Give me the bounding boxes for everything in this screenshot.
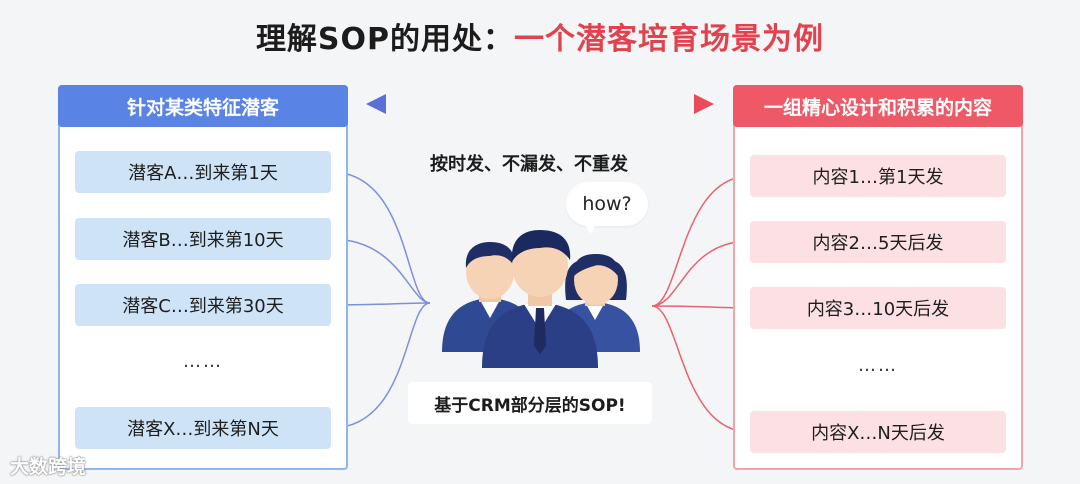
speech-bubble: how? (566, 182, 648, 226)
center-caption: 按时发、不漏发、不重发 (430, 154, 628, 175)
left-panel-header: 针对某类特征潜客 (58, 85, 348, 127)
right-panel: 一组精心设计和积累的内容 内容1…第1天发 内容2…5天后发 内容3…10天后发… (733, 85, 1023, 470)
right-connector-curves (651, 175, 751, 433)
double-arrow-icon (366, 94, 714, 114)
left-row-3: 潜客C…到来第30天 (75, 284, 331, 326)
title-part-2: 一个潜客培育场景为例 (514, 22, 825, 57)
speech-bubble-tail (583, 222, 597, 234)
left-row-x: 潜客X…到来第N天 (75, 407, 331, 449)
right-row-ellipsis: …… (858, 354, 898, 376)
right-row-1: 内容1…第1天发 (750, 155, 1006, 197)
right-row-x: 内容X…N天后发 (750, 411, 1006, 453)
left-row-2: 潜客B…到来第10天 (75, 218, 331, 260)
right-panel-header: 一组精心设计和积累的内容 (733, 85, 1023, 127)
title-part-1: 理解SOP的用处： (255, 22, 515, 57)
footer-logo: 大数跨境 (10, 456, 87, 478)
page-title: 理解SOP的用处：一个潜客培育场景为例 (0, 14, 1080, 58)
sop-label: 基于CRM部分层的SOP! (408, 382, 652, 424)
right-row-3: 内容3…10天后发 (750, 287, 1006, 329)
left-row-ellipsis: …… (183, 350, 223, 372)
left-panel: 针对某类特征潜客 潜客A…到来第1天 潜客B…到来第10天 潜客C…到来第30天… (58, 85, 348, 470)
right-row-2: 内容2…5天后发 (750, 221, 1006, 263)
left-row-1: 潜客A…到来第1天 (75, 151, 331, 193)
